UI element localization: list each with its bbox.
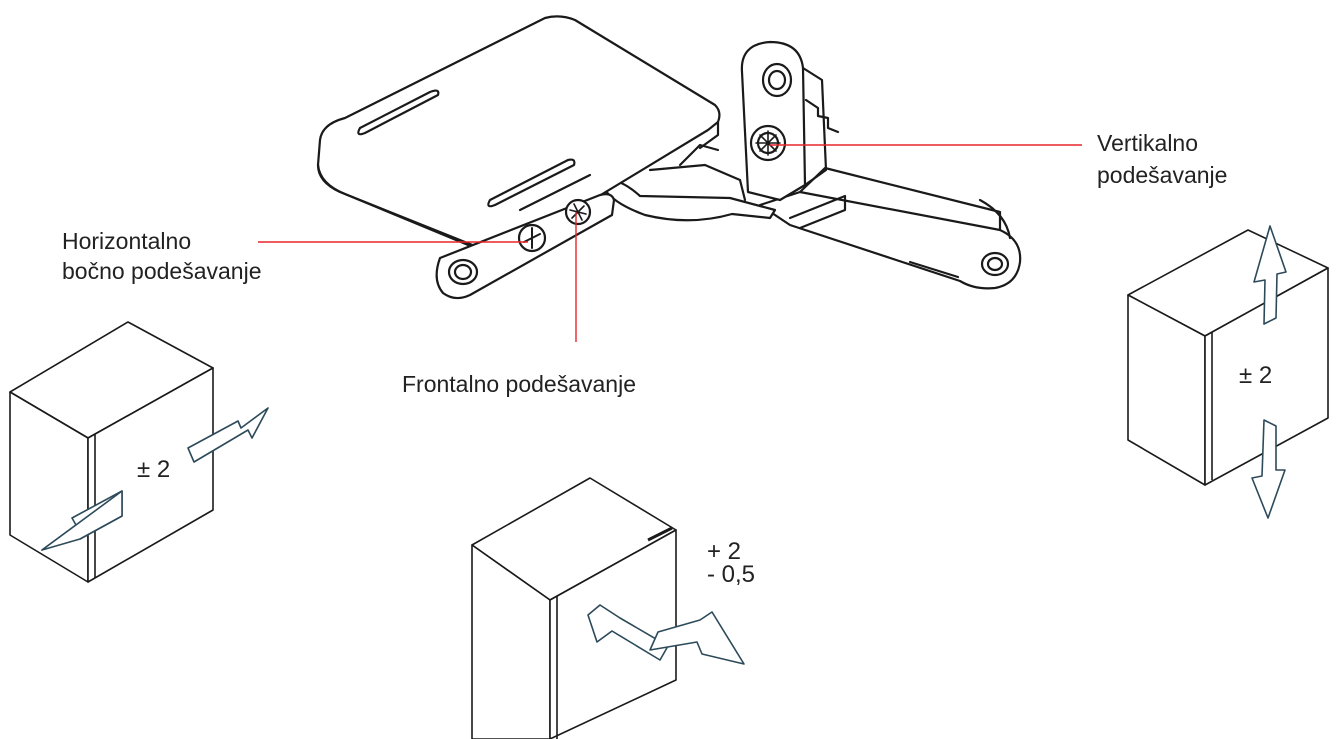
label-horizontal-line1: Horizontalno [62, 228, 192, 254]
label-vertical-line1: Vertikalno [1097, 130, 1199, 156]
value-vertical: ± 2 [1239, 362, 1273, 389]
value-frontal-minus: - 0,5 [707, 561, 756, 588]
cabinet-horizontal [9, 321, 214, 583]
arrow-horizontal [41, 407, 269, 551]
value-horizontal: ± 2 [137, 456, 171, 483]
arrow-frontal [587, 604, 745, 665]
label-vertical-line2: podešavanje [1097, 162, 1228, 188]
hinge-illustration [316, 15, 1022, 300]
label-horizontal-line2: bočno podešavanje [62, 258, 262, 284]
label-frontal: Frontalno podešavanje [402, 371, 636, 397]
cabinet-vertical [1127, 229, 1329, 486]
cabinet-frontal [471, 477, 677, 739]
value-frontal-plus: + 2 [707, 538, 742, 565]
leader-lines [258, 144, 1082, 342]
arrow-vertical [1251, 225, 1287, 519]
